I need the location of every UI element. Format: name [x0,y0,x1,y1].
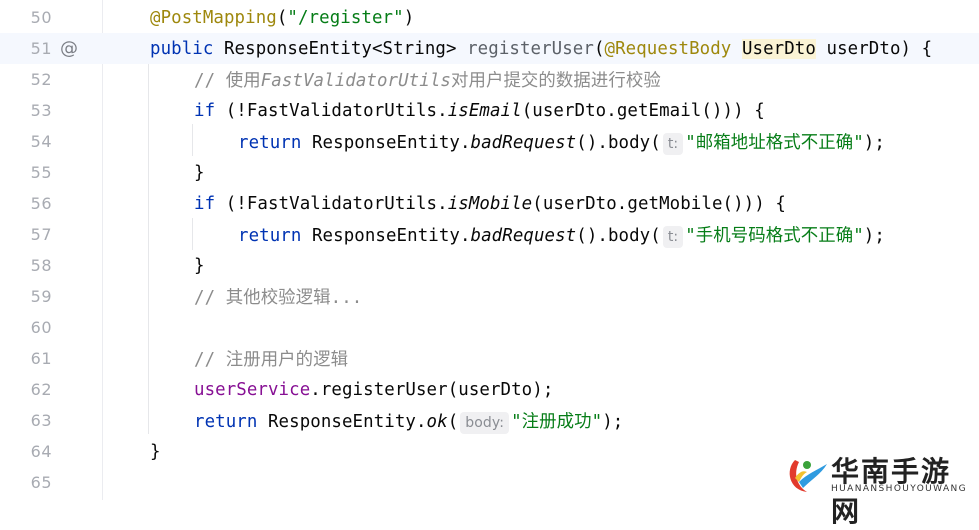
line-number-gutter [0,0,103,500]
line-number: 62 [30,380,52,399]
code-text: if (!FastValidatorUtils.isMobile(userDto… [194,193,786,214]
parameter-hint: body: [460,411,510,434]
line-number: 64 [30,442,52,461]
code-line-63[interactable]: 63 return ResponseEntity.ok(body:"注册成功")… [0,405,979,436]
line-number: 50 [30,8,52,27]
watermark-subtitle: HUANANSHOUYOUWANG [831,484,968,494]
indent-guide [192,218,193,250]
indent-guide [148,62,149,434]
code-text: } [194,255,205,276]
code-text: if (!FastValidatorUtils.isEmail(userDto.… [194,100,765,121]
code-text: return ResponseEntity.ok(body:"注册成功"); [194,411,624,434]
code-comment: // 注册用户的逻辑 [194,350,349,370]
code-line-52[interactable]: 52 // 使用FastValidatorUtils对用户提交的数据进行校验 [0,64,979,95]
code-text: public ResponseEntity<String> registerUs… [150,38,933,59]
code-text: } [150,441,161,462]
line-number: 52 [30,70,52,89]
code-text: @PostMapping("/register") [150,7,415,28]
parameter-hint: t: [662,132,684,155]
code-line-60[interactable]: 60 [0,312,979,343]
code-line-65[interactable]: 65 [0,467,979,498]
code-comment: // 其他校验逻辑... [194,288,363,308]
line-number: 61 [30,349,52,368]
code-text: return ResponseEntity.badRequest().body(… [238,225,885,248]
code-text: } [194,162,205,183]
code-line-59[interactable]: 59 // 其他校验逻辑... [0,281,979,312]
indent-guide [192,124,193,156]
code-line-54[interactable]: 54 return ResponseEntity.badRequest().bo… [0,126,979,157]
line-number: 57 [30,225,52,244]
line-number: 58 [30,256,52,275]
code-text: return ResponseEntity.badRequest().body(… [238,132,885,155]
parameter-hint: t: [662,225,684,248]
code-line-51[interactable]: 51 @ public ResponseEntity<String> regis… [0,33,979,64]
code-line-58[interactable]: 58 } [0,250,979,281]
watermark-logo-icon [789,460,827,492]
line-number: 51 [30,39,52,58]
line-number: 59 [30,287,52,306]
code-line-57[interactable]: 57 return ResponseEntity.badRequest().bo… [0,219,979,250]
code-line-53[interactable]: 53 if (!FastValidatorUtils.isEmail(userD… [0,95,979,126]
code-line-56[interactable]: 56 if (!FastValidatorUtils.isMobile(user… [0,188,979,219]
code-editor[interactable]: 50 @PostMapping("/register") 51 @ public… [0,0,979,500]
line-number: 55 [30,163,52,182]
line-number: 53 [30,101,52,120]
watermark: 华南手游网 HUANANSHOUYOUWANG [785,448,975,528]
line-number: 56 [30,194,52,213]
line-number: 65 [30,473,52,492]
code-line-50[interactable]: 50 @PostMapping("/register") [0,2,979,33]
mapping-at-icon[interactable]: @ [60,38,78,59]
line-number: 63 [30,411,52,430]
code-line-55[interactable]: 55 } [0,157,979,188]
code-text: userService.registerUser(userDto); [194,379,554,400]
code-line-62[interactable]: 62 userService.registerUser(userDto); [0,374,979,405]
line-number: 54 [30,132,52,151]
code-line-64[interactable]: 64 } [0,436,979,467]
code-comment: // 使用FastValidatorUtils对用户提交的数据进行校验 [194,71,661,91]
line-number: 60 [30,318,52,337]
code-line-61[interactable]: 61 // 注册用户的逻辑 [0,343,979,374]
